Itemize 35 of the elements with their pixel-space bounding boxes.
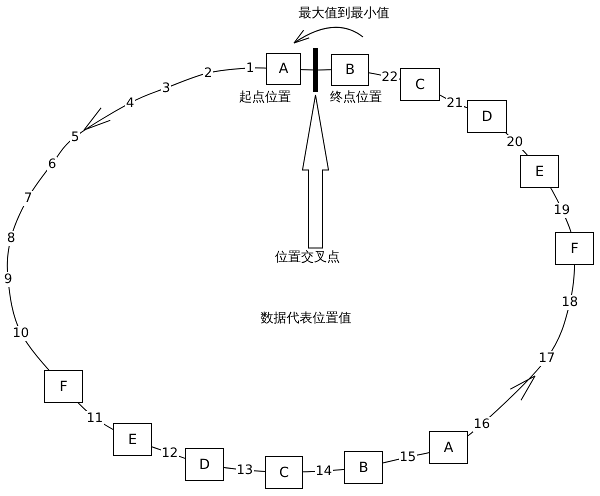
letter-box: C: [265, 456, 303, 489]
note-text: 最大值到最小值: [298, 6, 390, 20]
position-number: 15: [398, 450, 418, 464]
letter-box: B: [344, 451, 383, 484]
position-number: 9: [3, 272, 14, 286]
position-number: 13: [236, 462, 254, 478]
position-number: 3: [161, 80, 172, 96]
letter-box: D: [185, 448, 224, 481]
note-text: 数据代表位置值: [260, 310, 352, 326]
callout-text: 位置交叉点: [274, 250, 341, 265]
position-number: 10: [12, 326, 30, 340]
letter-box: F: [555, 232, 594, 265]
position-number: 8: [6, 230, 16, 246]
position-number: 11: [86, 410, 104, 426]
letter-box: A: [266, 53, 301, 85]
letter-box: E: [520, 155, 559, 188]
letter-box: D: [467, 100, 507, 133]
position-number: 6: [47, 156, 58, 172]
letter-box: C: [400, 68, 440, 101]
position-number: 17: [538, 350, 556, 366]
position-number: 5: [70, 130, 80, 144]
position-number: 16: [472, 416, 492, 432]
position-number: 20: [506, 134, 524, 150]
position-number: 19: [552, 202, 572, 218]
position-number: 18: [560, 294, 580, 310]
position-caption: 起点位置: [238, 90, 292, 105]
letter-box: F: [44, 370, 83, 403]
hollow-arrow: [302, 94, 330, 248]
position-number: 21: [446, 96, 464, 110]
letter-box: B: [331, 54, 369, 86]
divider-bar: [313, 48, 318, 92]
position-caption: 终点位置: [329, 90, 383, 105]
letter-box: E: [113, 423, 152, 456]
letter-box: A: [429, 431, 468, 464]
position-number: 7: [23, 190, 34, 206]
